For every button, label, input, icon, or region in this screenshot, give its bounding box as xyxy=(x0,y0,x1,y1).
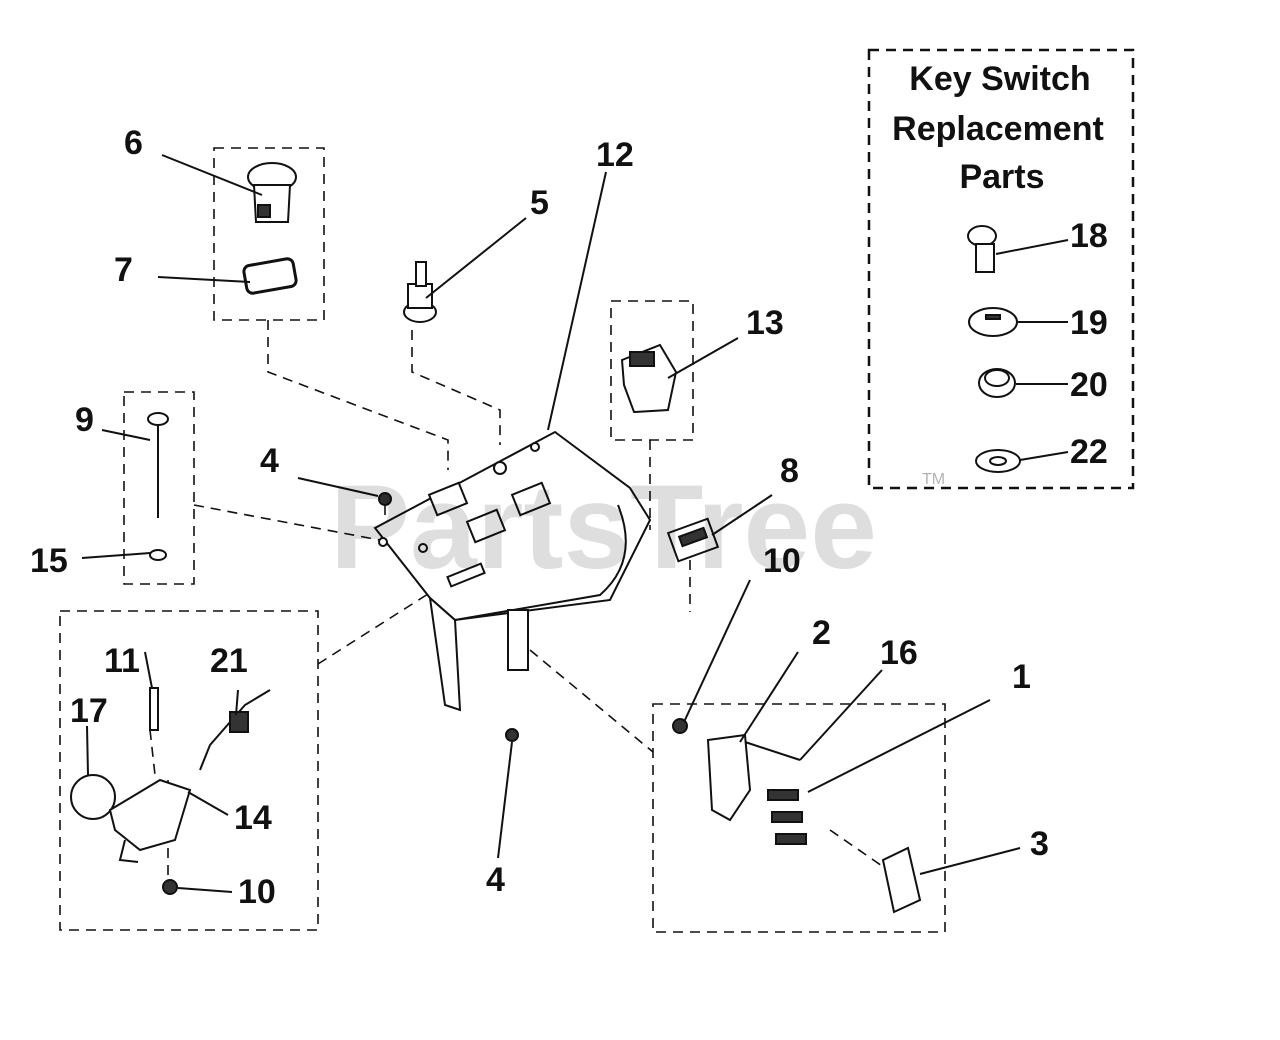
lockwasher-part-22 xyxy=(975,449,1021,473)
callout-7: 7 xyxy=(114,251,133,289)
key-switch-box xyxy=(867,48,1135,490)
key-switch-title-line-3: Parts xyxy=(959,158,1044,196)
nut-part-20 xyxy=(978,368,1016,398)
callout-3: 3 xyxy=(1030,825,1049,863)
washer-part-15 xyxy=(149,549,167,561)
callout-4-bottom: 4 xyxy=(486,861,505,899)
callout-14: 14 xyxy=(234,799,272,837)
switch-part-6 xyxy=(247,162,297,223)
rocker-switch-part-13 xyxy=(620,343,678,414)
cap-part-19 xyxy=(968,307,1018,337)
wiring-harness xyxy=(706,733,807,845)
callout-19: 19 xyxy=(1070,304,1108,342)
connector-part-3 xyxy=(881,846,922,914)
dash-panel xyxy=(373,430,652,712)
connector-part-8 xyxy=(666,517,720,563)
callout-15: 15 xyxy=(30,542,68,580)
group-box-13 xyxy=(610,300,694,441)
key-switch-title-line-1: Key Switch xyxy=(909,60,1090,98)
callout-17: 17 xyxy=(70,692,108,730)
assembly-line xyxy=(829,829,886,869)
leader-lines xyxy=(81,154,1069,893)
callout-10-bottom: 10 xyxy=(238,873,276,911)
screw-part-4-bottom xyxy=(505,728,519,742)
callout-18: 18 xyxy=(1070,217,1108,255)
watermark-tm: TM xyxy=(922,471,945,488)
assembly-line xyxy=(317,579,451,665)
callout-20: 20 xyxy=(1070,366,1108,404)
callout-12: 12 xyxy=(596,136,634,174)
nut-part-10-throttle xyxy=(162,879,178,895)
assembly-line xyxy=(411,330,501,445)
callout-22: 22 xyxy=(1070,433,1108,471)
callout-5: 5 xyxy=(530,184,549,222)
key-switch-title-line-2: Replacement xyxy=(892,110,1104,148)
callout-6: 6 xyxy=(124,124,143,162)
callout-4-top: 4 xyxy=(260,442,279,480)
screw-part-4-top xyxy=(378,492,392,506)
callout-16: 16 xyxy=(880,634,918,672)
throttle-assembly xyxy=(70,687,271,863)
bezel-part-7 xyxy=(242,257,298,295)
group-box-throttle xyxy=(59,610,319,931)
callout-10-mid: 10 xyxy=(763,542,801,580)
callout-21: 21 xyxy=(210,642,248,680)
group-box-6-7 xyxy=(213,147,325,321)
callout-11: 11 xyxy=(104,642,140,680)
assembly-line xyxy=(267,320,449,470)
bolt-part-9 xyxy=(147,412,169,518)
group-box-9-15 xyxy=(123,391,195,585)
assembly-line xyxy=(149,729,156,776)
callout-1: 1 xyxy=(1012,658,1031,696)
nut-part-10-harness xyxy=(672,718,688,734)
callout-13: 13 xyxy=(746,304,784,342)
key-part-18 xyxy=(967,225,997,273)
callout-8: 8 xyxy=(780,452,799,490)
watermark: PartsTree xyxy=(330,460,877,594)
assembly-line xyxy=(529,649,654,753)
key-switch-part-5 xyxy=(403,261,437,323)
callout-2: 2 xyxy=(812,614,831,652)
callout-9: 9 xyxy=(75,401,94,439)
group-box-wiring xyxy=(652,703,946,933)
